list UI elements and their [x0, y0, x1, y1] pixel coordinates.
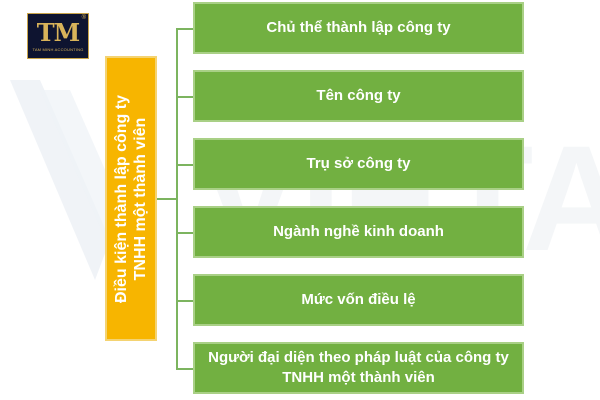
registered-mark: ® [81, 15, 86, 21]
root-node: Điều kiện thành lập công ty TNHH một thà… [105, 56, 157, 341]
connector-branch [176, 164, 193, 166]
node-label: Chủ thể thành lập công ty [266, 19, 451, 36]
root-label-line2: TNHH một thành viên [132, 117, 149, 280]
logo-mark: TM [36, 17, 80, 47]
node-label: Mức vốn điều lệ [301, 291, 416, 308]
root-label: Điều kiện thành lập công ty TNHH một thà… [112, 94, 150, 302]
node-charter-capital: Mức vốn điều lệ [193, 274, 524, 326]
node-legal-representative: Người đại diện theo pháp luật của công t… [193, 342, 524, 394]
node-label: Trụ sở công ty [306, 155, 411, 172]
company-logo: ® TM TAM MINH ACCOUNTING [27, 13, 89, 59]
connector-trunk [176, 29, 178, 368]
node-business-lines: Ngành nghề kinh doanh [193, 206, 524, 258]
node-head-office: Trụ sở công ty [193, 138, 524, 190]
connector-branch [176, 28, 193, 30]
connector-branch [176, 300, 193, 302]
root-label-line1: Điều kiện thành lập công ty [113, 94, 130, 303]
node-label: Ngành nghề kinh doanh [273, 223, 444, 240]
watermark-logo-shape [10, 80, 110, 280]
connector-branch [176, 368, 193, 370]
connector-branch [176, 96, 193, 98]
connector-branch [176, 232, 193, 234]
node-label: Tên công ty [316, 87, 401, 104]
logo-subtitle: TAM MINH ACCOUNTING [32, 46, 84, 52]
connector-root [157, 198, 176, 200]
node-founder: Chủ thể thành lập công ty [193, 2, 524, 54]
node-company-name: Tên công ty [193, 70, 524, 122]
node-label: Người đại diện theo pháp luật của công t… [208, 349, 509, 386]
